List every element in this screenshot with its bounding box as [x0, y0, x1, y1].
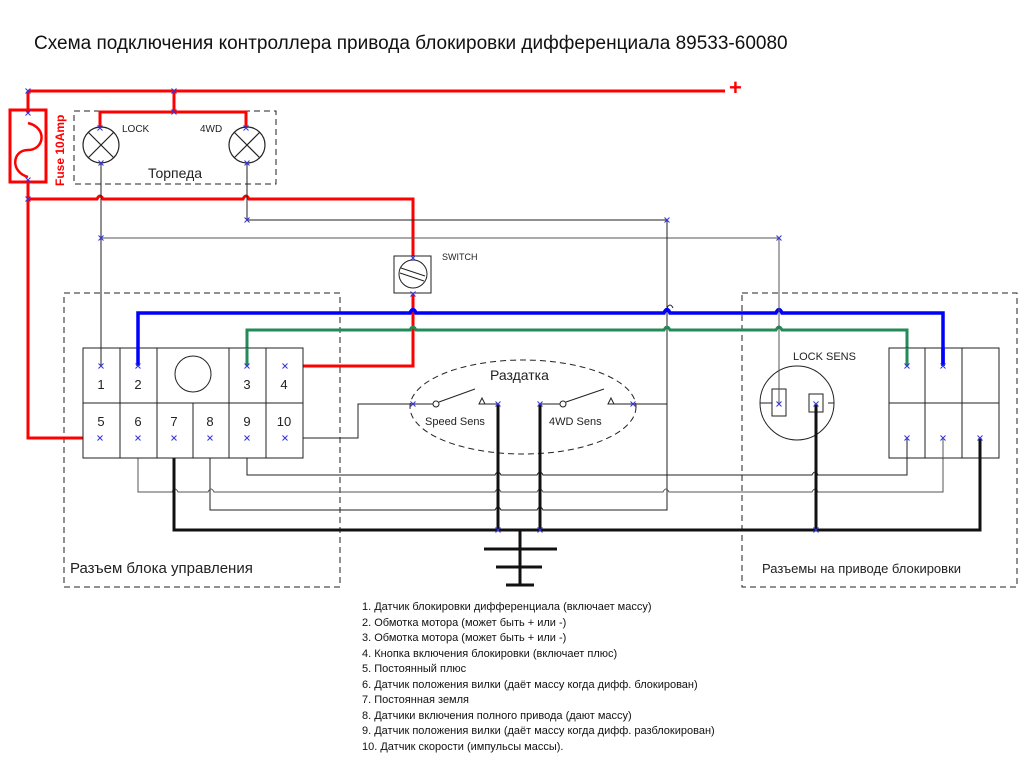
pin-label-1: 1: [97, 377, 104, 392]
node-marker: [25, 177, 31, 183]
node-marker: [135, 363, 141, 369]
pin-label-4: 4: [280, 377, 287, 392]
lock-sensor-icon: [759, 365, 835, 441]
node-marker: [776, 235, 782, 241]
node-marker: [244, 217, 250, 223]
node-marker: [813, 401, 819, 407]
node-marker: [664, 217, 670, 223]
switch-label: SWITCH: [442, 252, 478, 262]
node-marker: [410, 291, 416, 297]
power-wires: [26, 89, 725, 440]
ecu-connector-label: Разъем блока управления: [70, 560, 253, 577]
pin-label-7: 7: [170, 414, 177, 429]
node-marker: [940, 435, 946, 441]
legend-item: 4. Кнопка включения блокировки (включает…: [362, 647, 618, 660]
legend-item: 10. Датчик скорости (импульсы массы).: [362, 740, 564, 753]
node-marker: [630, 401, 636, 407]
node-marker: [537, 527, 543, 533]
node-marker: [776, 401, 782, 407]
legend-item: 9. Датчик положения вилки (даёт массу ко…: [362, 725, 715, 737]
node-marker: [495, 401, 501, 407]
node-marker: [282, 363, 288, 369]
pin-label-10: 10: [277, 414, 291, 429]
node-marker: [98, 363, 104, 369]
legend-item: 3. Обмотка мотора (может быть + или -): [362, 632, 567, 644]
node-marker: [98, 160, 104, 166]
actuator-label: Разъемы на приводе блокировки: [762, 561, 961, 576]
switch-icon: [393, 255, 432, 294]
wire-motor-b: [245, 325, 909, 366]
legend-item: 6. Датчик положения вилки (даёт массу ко…: [362, 678, 698, 691]
node-marker: [977, 435, 983, 441]
transfer-case-label: Раздатка: [490, 367, 549, 383]
node-marker: [135, 435, 141, 441]
pin-label-2: 2: [134, 377, 141, 392]
lamp-4wd-icon: [228, 126, 266, 164]
lock-sensor-label: LOCK SENS: [793, 351, 856, 363]
wire-pin6: [137, 438, 944, 493]
4wd-sensor-switch-icon: [540, 388, 633, 408]
connector-key-icon: [174, 355, 212, 393]
pin-label-9: 9: [243, 414, 250, 429]
wire-pin10-speed: [285, 403, 413, 439]
legend-item: 5. Постоянный плюс: [362, 663, 467, 675]
node-marker: [25, 110, 31, 116]
wire-motor-a: [136, 307, 945, 366]
legend-item: 8. Датчики включения полного привода (да…: [362, 709, 632, 722]
4wd-sensor-label: 4WD Sens: [549, 416, 602, 428]
node-marker: [171, 88, 177, 94]
legend-item: 2. Обмотка мотора (может быть + или -): [362, 616, 567, 629]
node-marker: [244, 363, 250, 369]
transfer-case-outline: [409, 359, 637, 455]
wire-4wd-lamp: [246, 163, 674, 478]
node-marker: [98, 235, 104, 241]
node-marker: [282, 435, 288, 441]
node-marker: [25, 196, 31, 202]
legend-item: 7. Постоянная земля: [362, 694, 469, 706]
pin-label-8: 8: [206, 414, 213, 429]
actuator-box: [741, 292, 1018, 588]
node-marker: [97, 435, 103, 441]
node-marker: [410, 401, 416, 407]
fuse-element-icon: [14, 121, 43, 179]
dashboard-label: Торпеда: [148, 165, 202, 181]
speed-sensor-label: Speed Sens: [425, 416, 485, 428]
legend-item: 1. Датчик блокировки дифференциала (вклю…: [362, 601, 652, 613]
ecu-connector: [82, 347, 304, 459]
node-marker: [171, 109, 177, 115]
node-marker: [244, 160, 250, 166]
lamp-lock-icon: [82, 126, 120, 164]
lamp-lock-label: LOCK: [122, 124, 150, 135]
node-marker: [243, 125, 249, 131]
node-marker: [537, 401, 543, 407]
node-marker: [904, 435, 910, 441]
node-marker: [940, 363, 946, 369]
connection-nodes: [25, 88, 983, 533]
node-marker: [244, 435, 250, 441]
pin-label-5: 5: [97, 414, 104, 429]
power-plus-label: +: [729, 75, 742, 100]
wire-pin8: [209, 438, 668, 511]
diagram-title: Схема подключения контроллера привода бл…: [34, 33, 788, 54]
wire-pin9: [246, 438, 908, 476]
lamp-4wd-label: 4WD: [200, 124, 222, 135]
node-marker: [97, 125, 103, 131]
pin-legend: 1. Датчик блокировки дифференциала (вклю…: [362, 600, 715, 755]
node-marker: [410, 255, 416, 261]
node-marker: [25, 88, 31, 94]
node-marker: [171, 435, 177, 441]
node-marker: [207, 435, 213, 441]
pin-label-6: 6: [134, 414, 141, 429]
fuse-label: Fuse 10Amp: [53, 115, 67, 186]
node-marker: [904, 363, 910, 369]
speed-sensor-switch-icon: [413, 388, 498, 408]
node-marker: [813, 527, 819, 533]
pin-label-3: 3: [243, 377, 250, 392]
ecu-connector-box: [63, 292, 341, 588]
node-marker: [495, 527, 501, 533]
fuse-icon: [8, 108, 48, 184]
